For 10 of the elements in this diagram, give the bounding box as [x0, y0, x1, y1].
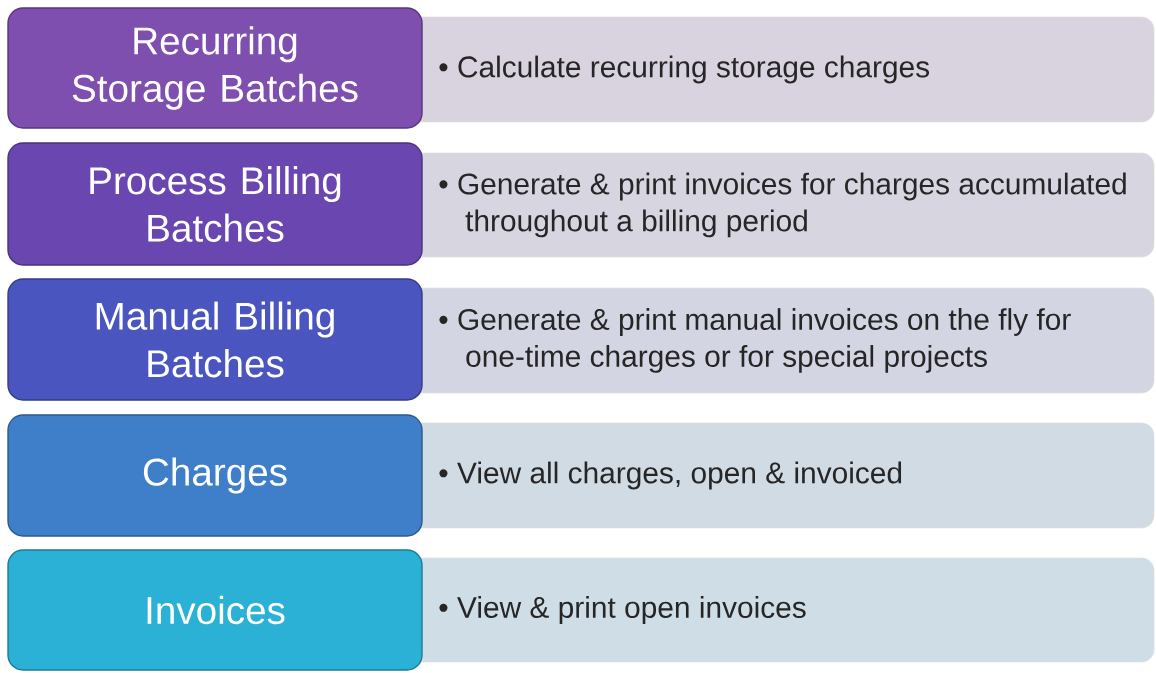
category-box: Recurring Storage Batches [7, 7, 423, 129]
category-box: Manual Billing Batches [7, 278, 423, 401]
category-box: Process Billing Batches [7, 142, 423, 266]
description-panel: • Generate & print invoices for charges accumulated throughout a billing period [399, 152, 1155, 258]
category-box: Invoices [7, 549, 423, 671]
category-box: Charges [7, 414, 423, 537]
description-panel: • View all charges, open & invoiced [399, 422, 1155, 529]
description-panel: • Calculate recurring storage charges [399, 16, 1155, 123]
description-panel: • Generate & print manual invoices on the fly for one-time charges or for special projects [399, 287, 1155, 394]
description-panel: • View & print open invoices [399, 557, 1155, 663]
